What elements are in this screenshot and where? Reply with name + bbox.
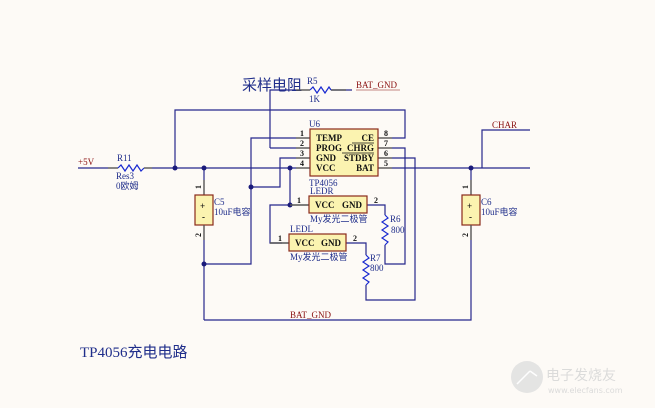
u6-pin-name: TEMP — [316, 133, 343, 143]
r5-value: 1K — [309, 94, 321, 104]
c6-minus: - — [469, 212, 472, 222]
u6-part: TP4056 — [309, 178, 338, 188]
c6-pin1: 1 — [461, 185, 470, 189]
u6-pin-name: VCC — [316, 163, 336, 173]
u6-body — [309, 128, 379, 177]
ledr-body — [308, 195, 368, 214]
resistor-r7-zigzag — [361, 254, 371, 286]
ledr-ref: LEDR — [310, 186, 334, 196]
watermark-cn: 电子发烧友 — [546, 368, 616, 384]
u6-pin-num: 2 — [300, 139, 304, 148]
c6-value: 10uF电容 — [481, 206, 518, 217]
junction-dot — [172, 165, 178, 171]
watermark: 电子发烧友 www.elecfans.com — [511, 361, 623, 395]
u6-ref: U6 — [309, 119, 320, 129]
resistor-r11[interactable]: R11 Res3 0欧姆 — [108, 153, 152, 191]
c5-value: 10uF电容 — [214, 206, 251, 217]
u6-pin-num: 6 — [384, 149, 388, 158]
resistor-r5-zigzag — [309, 85, 332, 95]
resistor-r5[interactable]: 采样电阻 R5 1K — [242, 76, 346, 104]
wire-char — [481, 129, 530, 168]
capacitor-c5[interactable]: + - 1 2 C5 10uF电容 — [194, 180, 251, 240]
resistor-r11-zigzag — [117, 163, 145, 173]
ledl-pin1: 1 — [278, 234, 282, 243]
u6-pin-name: GND — [316, 153, 337, 163]
c5-ref: C5 — [214, 197, 225, 207]
u6-pin-name: PROG — [316, 143, 342, 153]
wire-batgnd-bottom — [204, 240, 472, 321]
wire-ce — [174, 109, 406, 168]
u6-pin-name: BAT — [356, 163, 374, 173]
ic-u6-tp4056[interactable]: U6 1 2 3 4 8 7 6 5 TEMP PROG GND VCC CE … — [296, 119, 392, 188]
resistor-r7[interactable]: R7 800 — [361, 253, 384, 286]
r11-model: Res3 — [116, 171, 135, 181]
wire-ledr-r6 — [367, 204, 386, 215]
net-label-char: CHAR — [492, 120, 517, 130]
c5-pin1: 1 — [194, 185, 203, 189]
led-ledr[interactable]: LEDR 1 2 VCC GND My发光二极管 — [290, 186, 378, 224]
ledl-vcc: VCC — [295, 238, 315, 248]
r5-ref: R5 — [307, 76, 318, 86]
u6-pin-num: 1 — [300, 129, 304, 138]
net-label-bat-gnd-top: BAT_GND — [356, 80, 398, 90]
junction-dot — [468, 165, 474, 171]
resistor-r6-zigzag — [380, 214, 390, 246]
wire-gnd-down — [204, 187, 252, 265]
wire-r6-chrg — [384, 147, 406, 265]
schematic-title: TP4056充电电路 — [80, 344, 188, 361]
junctions — [172, 165, 474, 267]
junction-dot — [201, 165, 207, 171]
u6-pin-num: 4 — [300, 159, 304, 168]
u6-pin-num: 8 — [384, 129, 388, 138]
c5-minus: - — [202, 212, 205, 222]
r7-value: 800 — [370, 263, 384, 273]
wire-prog — [269, 89, 296, 148]
net-label-5v: +5V — [78, 157, 95, 167]
r11-ref: R11 — [117, 153, 132, 163]
wire-ledl-r7 — [346, 242, 367, 255]
sense-resistor-label: 采样电阻 — [242, 76, 302, 94]
u6-pin-num: 7 — [384, 139, 388, 148]
ledr-pin1: 1 — [297, 196, 301, 205]
u6-pin-name: CE — [361, 133, 374, 143]
r6-value: 800 — [391, 225, 405, 235]
watermark-logo-icon — [511, 361, 543, 393]
u6-pin-name: CHRG — [347, 143, 374, 153]
watermark-url: www.elecfans.com — [548, 386, 623, 395]
r7-ref: R7 — [370, 253, 381, 263]
watermark-logo-link-icon — [516, 370, 538, 385]
c6-ref: C6 — [481, 197, 492, 207]
capacitor-c6[interactable]: + - 1 2 C6 10uF电容 — [461, 180, 518, 240]
junction-dot — [287, 165, 293, 171]
resistor-r6[interactable]: R6 800 — [380, 214, 405, 246]
junction-dot — [248, 184, 254, 190]
ledl-gnd: GND — [321, 238, 342, 248]
c5-plus: + — [200, 201, 205, 211]
net-label-bat-gnd-bottom: BAT_GND — [290, 310, 332, 320]
ledl-pin2: 2 — [353, 234, 357, 243]
u6-pin-num: 5 — [384, 159, 388, 168]
junction-dot — [201, 261, 207, 267]
ledr-gnd: GND — [342, 200, 363, 210]
c5-pin2: 2 — [194, 233, 203, 237]
wire-gnd — [251, 157, 296, 188]
u6-pin-num: 3 — [300, 149, 304, 158]
ledl-body — [288, 233, 347, 252]
ledl-ref: LEDL — [290, 224, 313, 234]
led-ledl[interactable]: LEDL 1 2 VCC GND My发光二极管 — [270, 224, 357, 262]
r6-ref: R6 — [390, 214, 401, 224]
wire-r7-stdby — [365, 157, 416, 301]
ledr-vcc: VCC — [315, 200, 335, 210]
ledr-desc: My发光二极管 — [310, 213, 368, 224]
u6-pin-name: STDBY — [344, 153, 375, 163]
ledr-pin2: 2 — [374, 196, 378, 205]
c6-pin2: 2 — [461, 233, 470, 237]
c6-plus: + — [467, 201, 472, 211]
r11-value: 0欧姆 — [116, 180, 139, 191]
wire-temp — [250, 137, 296, 187]
ledl-desc: My发光二极管 — [290, 251, 348, 262]
